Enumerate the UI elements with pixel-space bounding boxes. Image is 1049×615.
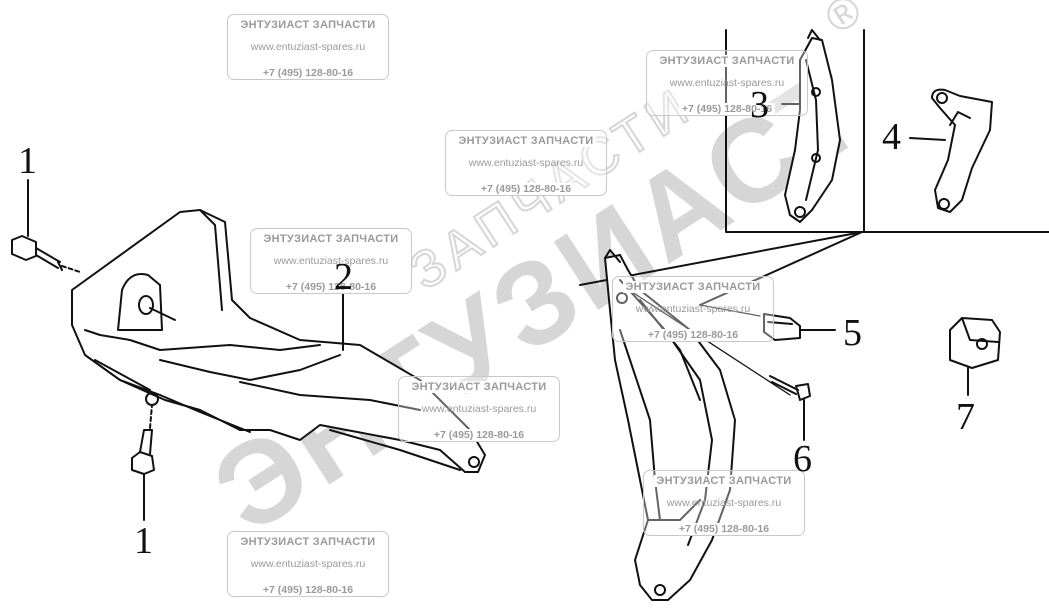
dealer-stamp: ЭНТУЗИАСТ ЗАПЧАСТИ www.entuziast-spares.… — [227, 14, 389, 80]
callout-2: 2 — [334, 256, 353, 298]
stamp-website: www.entuziast-spares.ru — [273, 255, 389, 267]
callout-5: 5 — [843, 312, 862, 354]
callout-1-top: 1 — [18, 140, 37, 182]
stamp-title: ЭНТУЗИАСТ ЗАПЧАСТИ — [408, 381, 550, 393]
part-1-bolt-bottom — [131, 404, 155, 521]
dealer-stamp: ЭНТУЗИАСТ ЗАПЧАСТИ www.entuziast-spares.… — [250, 228, 412, 294]
part-3-bracket — [781, 29, 841, 223]
stamp-phone: +7 (495) 128-80-16 — [259, 67, 357, 79]
stamp-website: www.entuziast-spares.ru — [421, 403, 537, 415]
callout-7: 7 — [956, 396, 975, 438]
dealer-stamp: ЭНТУЗИАСТ ЗАПЧАСТИ www.entuziast-spares.… — [227, 531, 389, 597]
dealer-stamp: ЭНТУЗИАСТ ЗАПЧАСТИ www.entuziast-spares.… — [398, 376, 560, 442]
stamp-phone: +7 (495) 128-80-16 — [259, 584, 357, 596]
stamp-website: www.entuziast-spares.ru — [250, 41, 366, 53]
stamp-website: www.entuziast-spares.ru — [468, 157, 584, 169]
stamp-phone: +7 (495) 128-80-16 — [282, 281, 380, 293]
callout-1-bottom: 1 — [134, 520, 153, 562]
callout-3: 3 — [750, 84, 769, 126]
part-6-screw — [769, 375, 811, 441]
stamp-phone: +7 (495) 128-80-16 — [675, 523, 773, 535]
stamp-website: www.entuziast-spares.ru — [669, 77, 785, 89]
stamp-website: www.entuziast-spares.ru — [635, 303, 751, 315]
stamp-website: www.entuziast-spares.ru — [666, 497, 782, 509]
stamp-phone: +7 (495) 128-80-16 — [430, 429, 528, 441]
stamp-phone: +7 (495) 128-80-16 — [477, 183, 575, 195]
stamp-website: www.entuziast-spares.ru — [250, 558, 366, 570]
part-1-bolt-top — [11, 179, 81, 273]
stamp-title: ЭНТУЗИАСТ ЗАПЧАСТИ — [237, 19, 379, 31]
part-5-clip — [763, 313, 836, 341]
watermark-registered: ® — [816, 0, 870, 44]
stamp-title: ЭНТУЗИАСТ ЗАПЧАСТИ — [455, 135, 597, 147]
dealer-stamp: ЭНТУЗИАСТ ЗАПЧАСТИ www.entuziast-spares.… — [612, 276, 774, 342]
stamp-phone: +7 (495) 128-80-16 — [678, 103, 776, 115]
part-2-shield — [71, 209, 486, 473]
dealer-stamp: ЭНТУЗИАСТ ЗАПЧАСТИ www.entuziast-spares.… — [643, 470, 805, 536]
stamp-title: ЭНТУЗИАСТ ЗАПЧАСТИ — [656, 55, 798, 67]
part-4-bracket — [909, 88, 993, 213]
dealer-stamp: ЭНТУЗИАСТ ЗАПЧАСТИ www.entuziast-spares.… — [646, 50, 808, 116]
stamp-title: ЭНТУЗИАСТ ЗАПЧАСТИ — [622, 281, 764, 293]
stamp-title: ЭНТУЗИАСТ ЗАПЧАСТИ — [260, 233, 402, 245]
callout-6: 6 — [793, 438, 812, 480]
stamp-title: ЭНТУЗИАСТ ЗАПЧАСТИ — [653, 475, 795, 487]
part-7-nut — [949, 317, 1001, 396]
callout-4: 4 — [882, 116, 901, 158]
dealer-stamp: ЭНТУЗИАСТ ЗАПЧАСТИ www.entuziast-spares.… — [445, 130, 607, 196]
stamp-title: ЭНТУЗИАСТ ЗАПЧАСТИ — [237, 536, 379, 548]
stamp-phone: +7 (495) 128-80-16 — [644, 329, 742, 341]
